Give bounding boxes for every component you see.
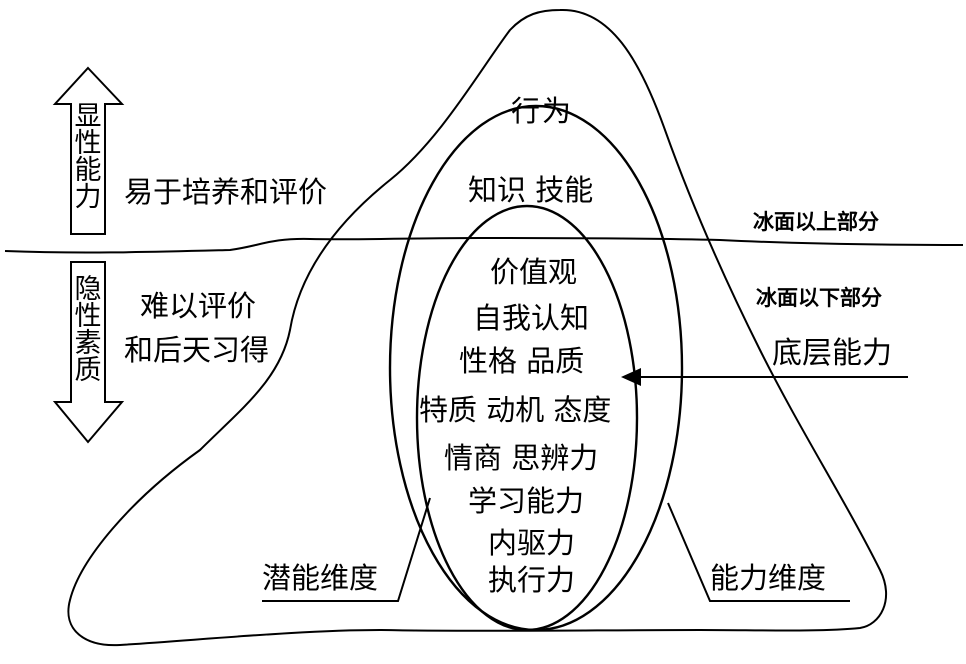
explicit-ability-label: 显 性 能 力 bbox=[73, 103, 103, 211]
lower-caption-line2: 和后天习得 bbox=[124, 336, 269, 365]
core-line-values: 价值观 bbox=[490, 258, 577, 287]
explicit-char-4: 力 bbox=[73, 184, 103, 211]
implicit-char-2: 性 bbox=[73, 303, 103, 330]
explicit-char-3: 能 bbox=[73, 157, 103, 184]
explicit-char-1: 显 bbox=[73, 103, 103, 130]
implicit-char-3: 素 bbox=[73, 330, 103, 357]
implicit-quality-label: 隐 性 素 质 bbox=[73, 276, 103, 384]
core-line-personality: 性格 品质 bbox=[459, 347, 584, 376]
core-line-learning: 学习能力 bbox=[468, 487, 584, 516]
core-line-execution: 执行力 bbox=[488, 566, 575, 595]
core-line-self-cognition: 自我认知 bbox=[473, 304, 589, 333]
implicit-char-4: 质 bbox=[73, 357, 103, 384]
behavior-label: 行为 bbox=[511, 97, 573, 126]
pointer-arrow-head bbox=[621, 368, 641, 386]
potential-dimension-label: 潜能维度 bbox=[262, 564, 378, 593]
core-line-eq: 情商 思辨力 bbox=[444, 444, 598, 473]
core-line-drive: 内驱力 bbox=[488, 529, 575, 558]
upper-caption: 易于培养和评价 bbox=[124, 178, 327, 207]
ability-dimension-label: 能力维度 bbox=[710, 564, 826, 593]
core-line-traits: 特质 动机 态度 bbox=[419, 396, 611, 425]
knowledge-skills-label: 知识 技能 bbox=[468, 176, 593, 205]
explicit-char-2: 性 bbox=[73, 130, 103, 157]
implicit-char-1: 隐 bbox=[73, 276, 103, 303]
waterline bbox=[5, 238, 963, 253]
lower-caption-line1: 难以评价 bbox=[140, 292, 256, 321]
bottom-ability-label: 底层能力 bbox=[772, 339, 892, 369]
above-water-label: 冰面以上部分 bbox=[753, 212, 879, 233]
below-water-label: 冰面以下部分 bbox=[756, 288, 882, 309]
